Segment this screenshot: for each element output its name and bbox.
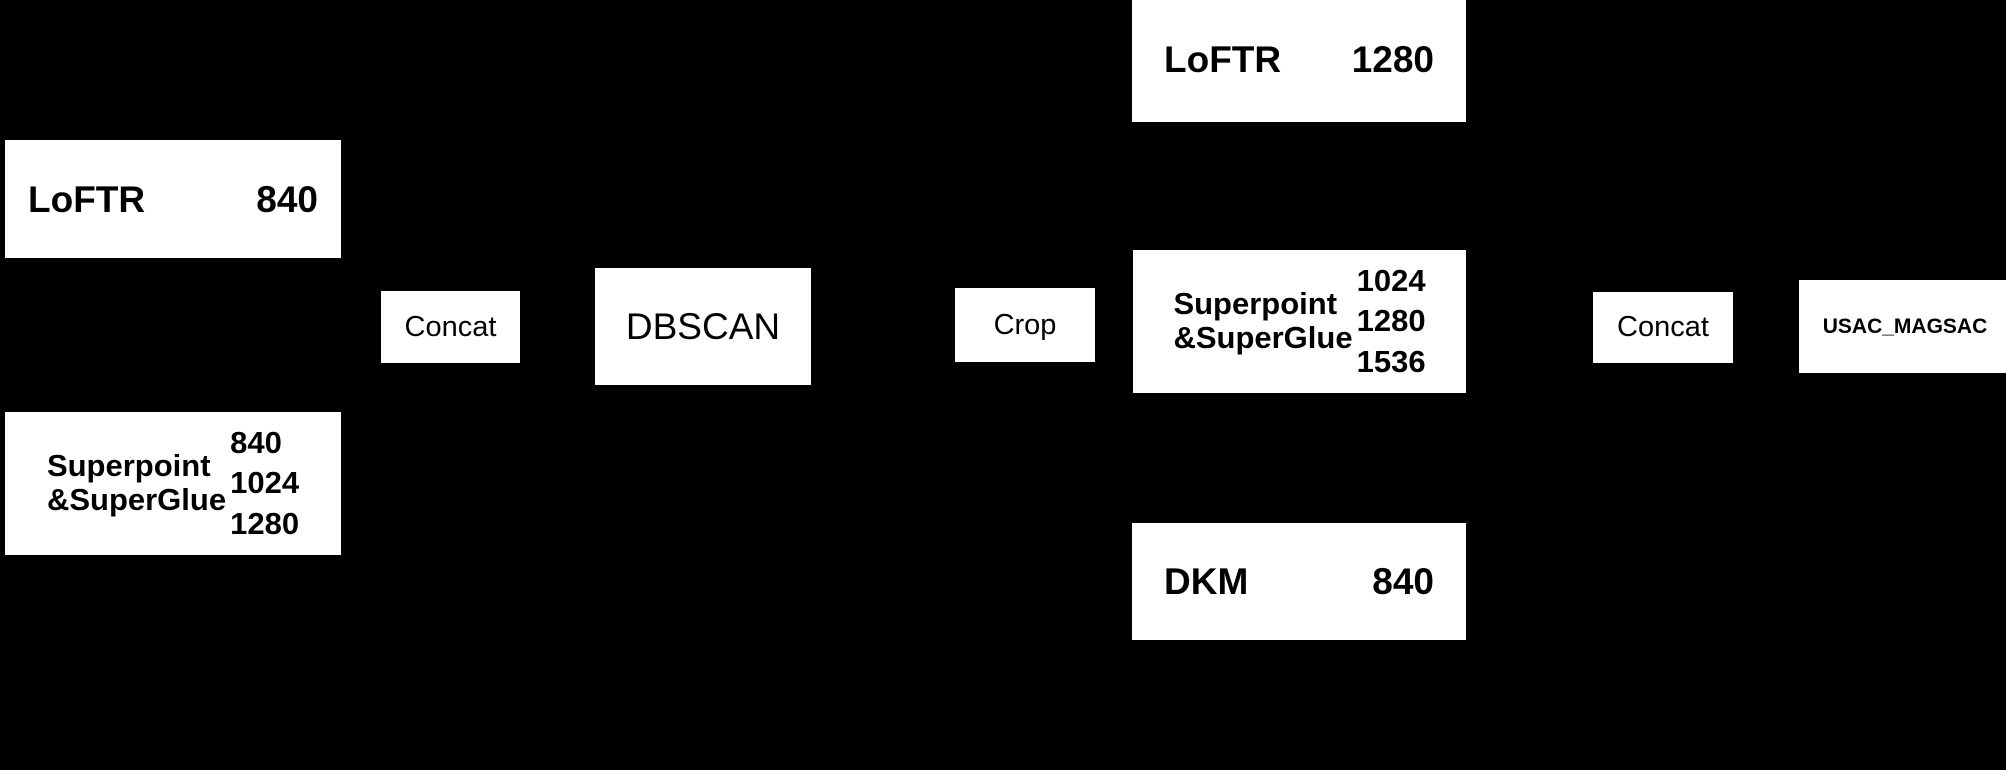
node-label-line-2: &SuperGlue (1173, 320, 1353, 356)
node-value: 1536 (1356, 343, 1426, 379)
node-value: 1024 (1356, 263, 1426, 299)
node-label-line-2: &SuperGlue (46, 482, 227, 518)
node-content: DKM 840 (1164, 563, 1434, 600)
node-label: DKM (1164, 561, 1249, 602)
node-label-line-1: Superpoint (46, 447, 211, 483)
node-usac-magsac[interactable]: USAC_MAGSAC (1799, 280, 2006, 373)
node-content: LoFTR 1280 (1164, 41, 1434, 78)
node-value: 1280 (1356, 303, 1426, 339)
node-content: LoFTR 840 (28, 181, 318, 218)
node-dkm-840[interactable]: DKM 840 (1132, 523, 1466, 640)
node-label: LoFTR (28, 178, 146, 220)
node-label: Superpoint &SuperGlue (46, 447, 227, 518)
node-superpoint-superglue-right[interactable]: Superpoint &SuperGlue 1024 1280 1536 (1133, 250, 1466, 393)
node-loftr-840[interactable]: LoFTR 840 (5, 140, 341, 258)
node-value: 840 (230, 425, 282, 461)
node-values: 1024 1280 1536 (1357, 261, 1426, 382)
node-loftr-1280[interactable]: LoFTR 1280 (1132, 0, 1466, 122)
node-label: LoFTR (1164, 38, 1282, 80)
node-content: Superpoint &SuperGlue 840 1024 1280 (47, 423, 299, 544)
node-values: 840 1024 1280 (230, 423, 299, 544)
node-label: Superpoint &SuperGlue (1173, 285, 1353, 356)
node-value: 1280 (230, 505, 300, 541)
node-value: 840 (1372, 561, 1434, 602)
node-crop[interactable]: Crop (955, 288, 1095, 362)
node-value: 840 (256, 178, 318, 220)
node-label: Crop (993, 308, 1057, 341)
node-label: DBSCAN (625, 306, 781, 347)
node-label-line-1: Superpoint (1173, 285, 1338, 321)
node-label: Concat (1617, 311, 1709, 343)
node-value: 1280 (1351, 38, 1434, 80)
node-superpoint-superglue-left[interactable]: Superpoint &SuperGlue 840 1024 1280 (5, 412, 341, 555)
node-dbscan[interactable]: DBSCAN (595, 268, 811, 385)
node-label: Concat (404, 310, 497, 343)
node-label: USAC_MAGSAC (1822, 315, 1988, 338)
node-value: 1024 (230, 465, 300, 501)
node-concat-first[interactable]: Concat (381, 291, 520, 363)
node-concat-second[interactable]: Concat (1593, 292, 1733, 363)
node-content: Superpoint &SuperGlue 1024 1280 1536 (1173, 261, 1425, 382)
